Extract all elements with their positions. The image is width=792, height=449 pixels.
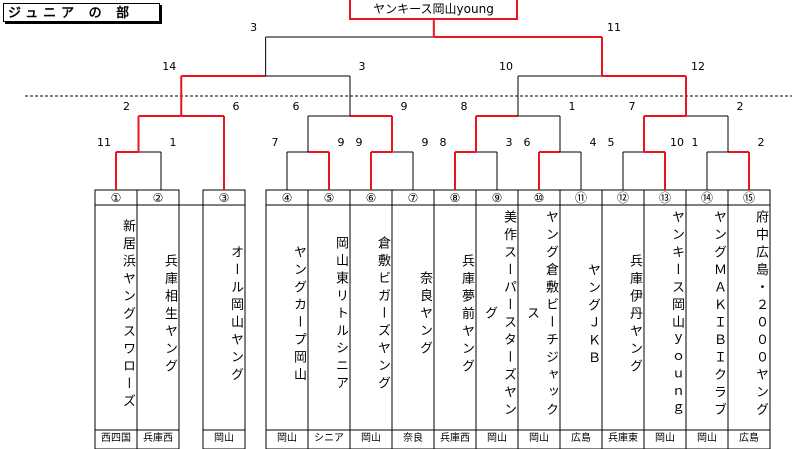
team-entry: ⑮ 府中広島・２０００ヤング広島 — [728, 190, 770, 444]
team-prefecture: 岡山 — [214, 433, 234, 444]
champion-box: ヤンキース岡山young — [349, 0, 518, 20]
team-number: ④ — [281, 191, 293, 205]
team-prefecture: 岡山 — [529, 433, 549, 444]
team-prefecture: 西四国 — [101, 433, 131, 444]
r1-match-5-score-left: 6 — [523, 136, 531, 149]
qf-match-1-score-left: 2 — [123, 100, 130, 113]
team-number: ⑫ — [616, 191, 629, 205]
team-name: 新居浜ヤングスワローズ — [120, 218, 135, 412]
team-name: 兵庫相生ヤング — [162, 253, 177, 377]
team-name: オール岡山ヤング — [228, 245, 243, 385]
team-entry: ③ オール岡山ヤング岡山 — [203, 190, 245, 444]
r1-match-2-score-left: 7 — [271, 136, 279, 149]
division-title: ジュニア の 部 — [3, 3, 160, 22]
team-name: ヤンキース岡山ｙｏｕｎｇ — [669, 210, 684, 420]
qf-match-1-score-right: 6 — [232, 100, 240, 113]
team-entry: ⑩ ヤング倉敷ビーチジャックス岡山 — [518, 190, 560, 444]
r1-match-2-score-right: 9 — [337, 136, 345, 149]
team-name: ヤングＭＡＫＩＢＩクラブ — [711, 210, 726, 420]
team-entry: ① 新居浜ヤングスワローズ西四国 — [95, 190, 137, 444]
team-entry: ⑫ 兵庫伊丹ヤング兵庫東 — [602, 190, 644, 444]
sf-match-2-score-right: 12 — [691, 60, 705, 73]
team-prefecture: シニア — [314, 433, 344, 444]
sf-match-1-score-left: 14 — [162, 60, 177, 73]
final-match-score-right: 11 — [607, 21, 621, 34]
team-entry: ⑭ ヤングＭＡＫＩＢＩクラブ岡山 — [686, 190, 728, 444]
team-name: ヤングＪＫＢ — [585, 262, 600, 368]
team-entry: ⑪ ヤングＪＫＢ 広島 — [560, 190, 602, 444]
team-name: 奈良ヤング — [417, 271, 432, 359]
team-name: 倉敷ビガーズヤング — [375, 236, 390, 394]
team-number: ⑤ — [323, 191, 335, 205]
team-number: ② — [152, 191, 164, 205]
team-number: ⑪ — [574, 191, 587, 205]
team-entry: ② 兵庫相生ヤング兵庫西 — [137, 190, 179, 444]
team-number: ⑮ — [742, 191, 755, 205]
sf-match-2-score-left: 10 — [499, 60, 513, 73]
r1-match-6-score-left: 5 — [607, 136, 615, 149]
team-entry: ④ ヤングカープ岡山岡山 — [266, 190, 308, 444]
r1-match-4-score-left: 8 — [439, 136, 447, 149]
qf-match-4-score-left: 7 — [628, 100, 636, 113]
team-prefecture: 岡山 — [277, 433, 297, 444]
team-prefecture: 兵庫東 — [608, 433, 638, 444]
team-entry: ⑧ 兵庫夢前ヤング兵庫西 — [434, 190, 476, 444]
team-number: ⑦ — [407, 191, 419, 205]
team-entry: ⑨ 美作スーパースターズヤング岡山 — [476, 190, 518, 444]
qf-match-2-score-right: 9 — [400, 100, 408, 113]
r1-match-5-score-right: 4 — [589, 136, 597, 149]
team-number: ⑧ — [449, 191, 461, 205]
team-name: 美作スーパースターズヤング — [482, 210, 516, 420]
team-prefecture: 広島 — [739, 433, 759, 444]
team-number: ⑬ — [658, 191, 671, 205]
team-prefecture: 広島 — [571, 433, 591, 444]
team-prefecture: 岡山 — [487, 433, 507, 444]
team-prefecture: 兵庫西 — [143, 433, 173, 444]
team-entry: ⑬ ヤンキース岡山ｙｏｕｎｇ 岡山 — [644, 190, 686, 444]
team-name: 兵庫夢前ヤング — [459, 253, 474, 377]
team-entry: ⑥ 倉敷ビガーズヤング岡山 — [350, 190, 392, 444]
r1-match-4-score-right: 3 — [505, 136, 513, 149]
team-name: 府中広島・２０００ヤング — [753, 210, 768, 420]
final-match-score-left: 3 — [250, 21, 258, 34]
r1-match-1-score-left: 11 — [97, 136, 111, 149]
team-entry: ⑤ 岡山東リトルシニアシニア — [308, 190, 350, 444]
sf-match-1-score-right: 3 — [358, 60, 366, 73]
r1-match-6-score-right: 10 — [670, 136, 684, 149]
qf-match-3-score-right: 1 — [568, 100, 576, 113]
team-prefecture: 岡山 — [697, 433, 717, 444]
team-number: ⑩ — [533, 191, 545, 205]
r1-match-7-score-right: 2 — [757, 136, 765, 149]
team-number: ① — [110, 191, 122, 205]
r1-match-1-score-right: 1 — [169, 136, 177, 149]
r1-match-3-score-left: 9 — [355, 136, 363, 149]
team-name: ヤング倉敷ビーチジャックス — [524, 210, 558, 420]
team-prefecture: 奈良 — [403, 433, 423, 444]
team-number: ⑨ — [491, 191, 503, 205]
qf-match-2-score-left: 6 — [292, 100, 300, 113]
team-prefecture: 兵庫西 — [440, 433, 470, 444]
qf-match-4-score-right: 2 — [736, 100, 744, 113]
team-number: ③ — [218, 191, 230, 205]
team-prefecture: 岡山 — [655, 433, 675, 444]
r1-match-3-score-right: 9 — [421, 136, 429, 149]
team-name: 岡山東リトルシニア — [333, 236, 348, 394]
team-name: ヤングカープ岡山 — [291, 245, 306, 385]
team-name: 兵庫伊丹ヤング — [627, 253, 642, 377]
qf-match-3-score-left: 8 — [460, 100, 468, 113]
team-number: ⑥ — [365, 191, 377, 205]
team-number: ⑭ — [700, 191, 713, 205]
r1-match-7-score-left: 1 — [691, 136, 699, 149]
team-entry: ⑦ 奈良ヤング奈良 — [392, 190, 434, 444]
team-prefecture: 岡山 — [361, 433, 381, 444]
